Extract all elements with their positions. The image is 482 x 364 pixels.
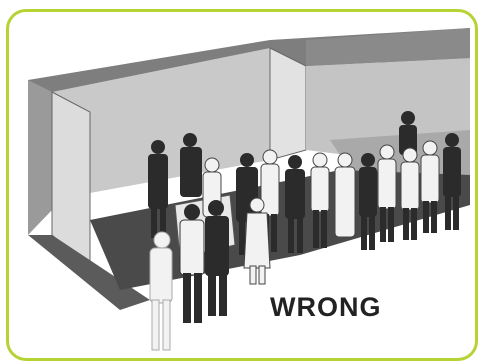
person-foreground-4 [150,232,172,350]
person-12 [421,141,439,233]
person-foreground-2 [205,200,229,316]
person-13 [443,133,461,230]
person-9 [359,153,377,250]
wrong-caption: WRONG [270,292,381,323]
person-foreground-1 [180,204,204,323]
